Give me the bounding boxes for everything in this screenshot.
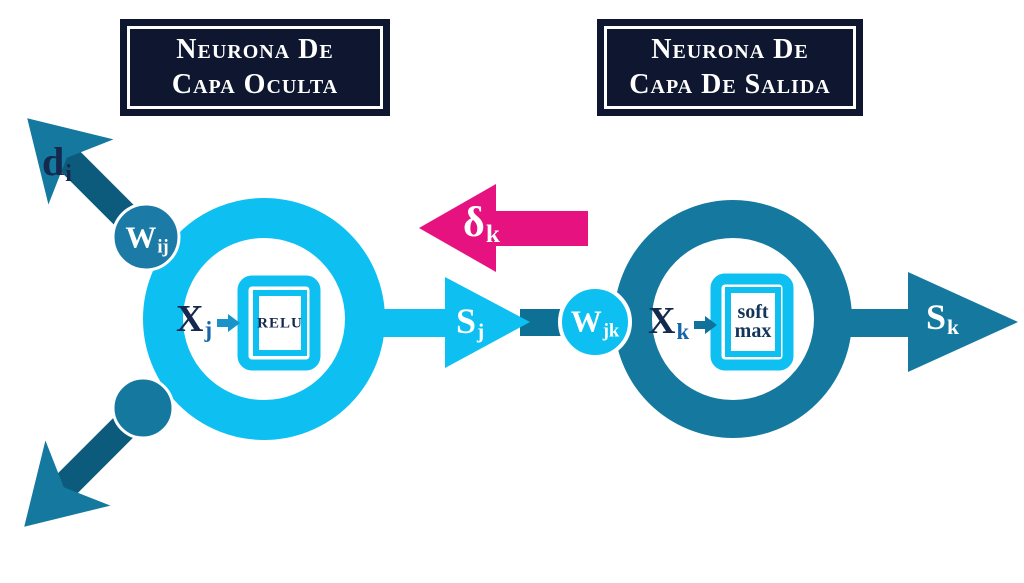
title-output-neuron: Neurona De Capa De Salida xyxy=(597,19,863,116)
output-neuron-ring xyxy=(614,200,852,438)
label-sj: Sj xyxy=(456,301,485,344)
label-wjk: Wjk xyxy=(570,303,620,342)
input-arrow-bottom-head xyxy=(24,440,111,527)
title-hidden-line2: Capa Oculta xyxy=(171,68,339,100)
delta-arrow-shaft xyxy=(490,211,588,246)
label-xk: Xk xyxy=(648,299,718,345)
label-delta-k: δk xyxy=(463,200,500,249)
wij-circle xyxy=(111,202,181,272)
sj-arrow-shaft xyxy=(372,309,450,337)
title-hidden-neuron: Neurona De Capa Oculta xyxy=(120,19,390,116)
sj-arrow-head xyxy=(445,277,530,368)
title-output-line2: Capa De Salida xyxy=(629,68,831,100)
delta-arrow-head xyxy=(419,184,496,272)
relu-box-inner xyxy=(253,290,307,356)
title-output-line1: Neurona De xyxy=(651,34,809,66)
label-xj: Xj xyxy=(176,297,241,343)
hidden-neuron-ring xyxy=(143,198,385,440)
right-arrow-icon xyxy=(217,313,241,332)
label-di: di xyxy=(42,139,72,187)
right-arrow-icon xyxy=(694,315,718,334)
softmax-box-inner xyxy=(725,287,781,357)
label-relu: RELU xyxy=(257,315,303,332)
delta-arrow xyxy=(419,184,588,272)
sk-arrow-head xyxy=(908,272,1018,372)
label-wij: Wij xyxy=(125,219,169,258)
bottom-input-circle xyxy=(111,376,175,440)
wjk-circle xyxy=(558,285,632,359)
label-sk: Sk xyxy=(926,297,960,340)
label-softmax: soft max xyxy=(734,301,772,342)
input-arrow-top-head xyxy=(27,118,114,205)
title-hidden-line1: Neurona De xyxy=(176,34,334,66)
